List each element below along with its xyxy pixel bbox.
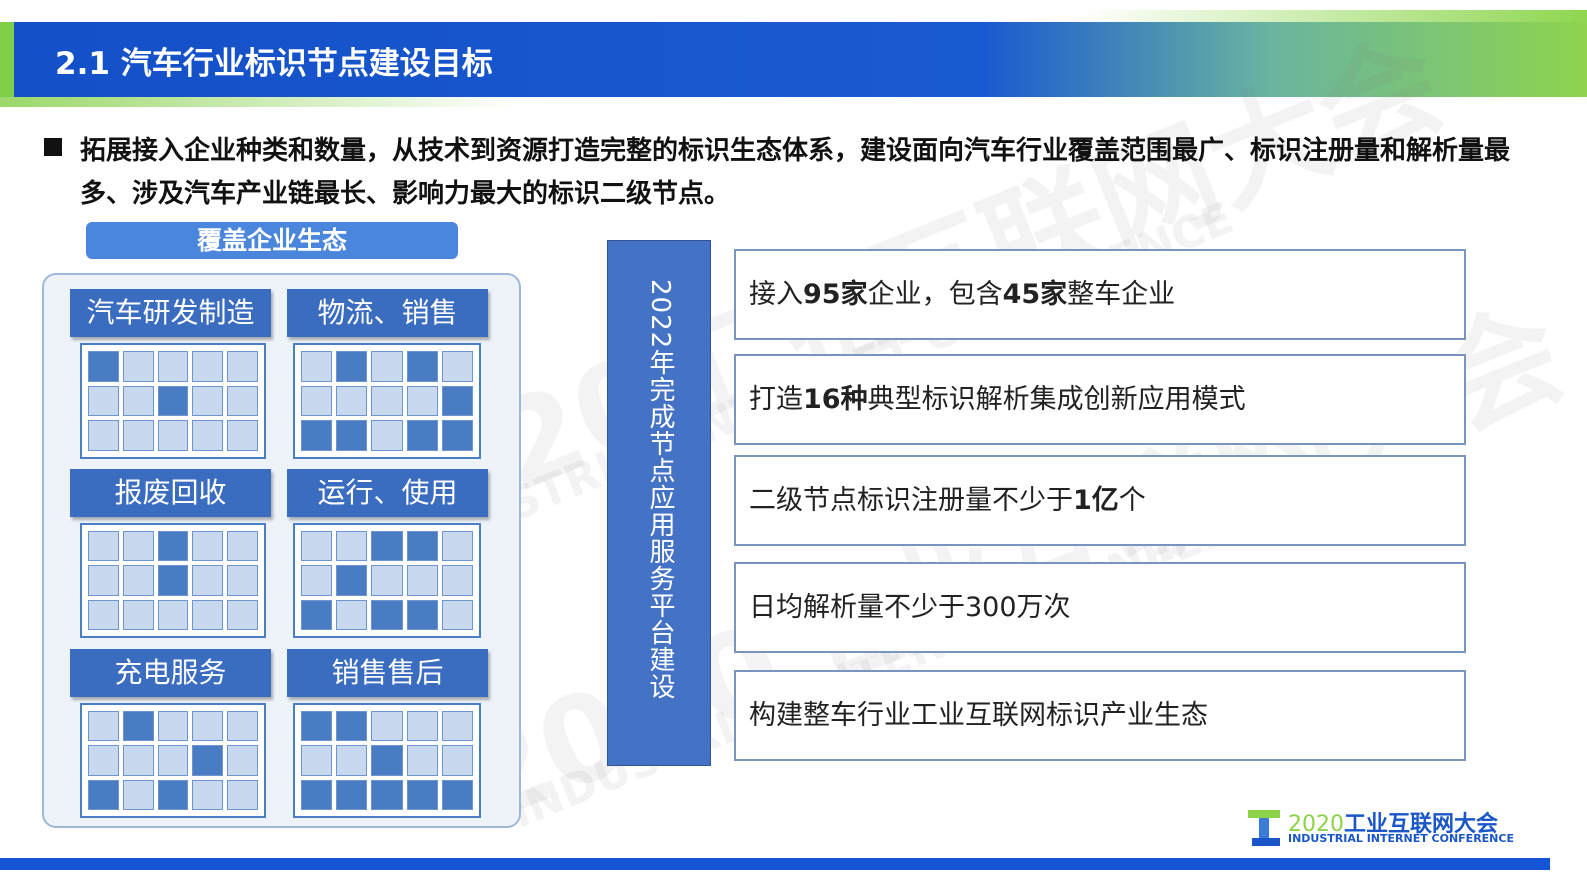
- ecosystem-label: 覆盖企业生态: [86, 222, 458, 259]
- goal-highlight: 95家: [803, 279, 868, 310]
- platform-goal-bar: 2022年完成节点应用服务平台建设: [607, 240, 711, 766]
- diagram-thumbnail: [80, 523, 266, 638]
- diagram-thumbnail: [80, 343, 266, 459]
- logo-year: 2020: [1288, 812, 1344, 837]
- footer-bar: [0, 858, 1550, 870]
- category-rd-manufacturing: 汽车研发制造: [70, 289, 271, 337]
- category-recycling: 报废回收: [70, 469, 271, 517]
- goal-highlight: 45家: [1002, 279, 1068, 310]
- goal-item: 构建整车行业工业互联网标识产业生态: [734, 670, 1466, 761]
- logo-subtitle: INDUSTRIAL INTERNET CONFERENCE: [1288, 832, 1514, 845]
- conference-logo-icon: [1248, 810, 1280, 846]
- diagram-thumbnail: [80, 703, 266, 818]
- category-operation-use: 运行、使用: [287, 469, 488, 517]
- header-accent: [0, 22, 14, 97]
- goal-item: 日均解析量不少于300万次: [734, 562, 1466, 653]
- goal-highlight: 1亿: [1073, 485, 1119, 516]
- goal-item: 打造16种典型标识解析集成创新应用模式: [734, 354, 1466, 445]
- goal-highlight: 16种: [803, 384, 868, 415]
- goal-item: 二级节点标识注册量不少于1亿个: [734, 455, 1466, 546]
- goal-text: 接入: [749, 279, 803, 310]
- platform-goal-text: 2022年完成节点应用服务平台建设: [645, 279, 675, 701]
- goal-text: 二级节点标识注册量不少于: [749, 485, 1073, 516]
- goal-item: 接入95家企业，包含45家整车企业: [734, 249, 1466, 340]
- bullet-square-icon: [44, 138, 62, 156]
- conference-logo: 2020工业互联网大会 INDUSTRIAL INTERNET CONFEREN…: [1248, 806, 1528, 846]
- watermark: 2020工业互联网大会: [430, 256, 1584, 857]
- intro-text: 拓展接入企业种类和数量，从技术到资源打造完整的标识生态体系，建设面向汽车行业覆盖…: [80, 136, 1511, 209]
- goal-text: 企业，包含: [867, 279, 1003, 310]
- top-accent-strip: [1080, 10, 1587, 24]
- goal-text: 打造: [749, 384, 803, 415]
- goal-text: 个: [1118, 485, 1146, 516]
- category-charging: 充电服务: [70, 649, 271, 697]
- intro-bullet: 拓展接入企业种类和数量，从技术到资源打造完整的标识生态体系，建设面向汽车行业覆盖…: [44, 130, 1544, 216]
- logo-title: 2020工业互联网大会: [1288, 806, 1498, 838]
- diagram-thumbnail: [293, 523, 481, 638]
- goal-text: 构建整车行业工业互联网标识产业生态: [749, 700, 1208, 731]
- header-underglow: [0, 97, 520, 107]
- slide-header: 2.1 汽车行业标识节点建设目标: [0, 22, 1587, 97]
- goal-text: 整车企业: [1067, 279, 1176, 310]
- category-after-sales: 销售售后: [287, 649, 488, 697]
- diagram-thumbnail: [293, 703, 481, 818]
- slide-title: 2.1 汽车行业标识节点建设目标: [55, 46, 493, 82]
- goal-text: 日均解析量不少于300万次: [749, 592, 1071, 623]
- category-logistics-sales: 物流、销售: [287, 289, 488, 337]
- logo-name: 工业互联网大会: [1344, 812, 1499, 837]
- goal-text: 典型标识解析集成创新应用模式: [867, 384, 1246, 415]
- diagram-thumbnail: [293, 343, 481, 459]
